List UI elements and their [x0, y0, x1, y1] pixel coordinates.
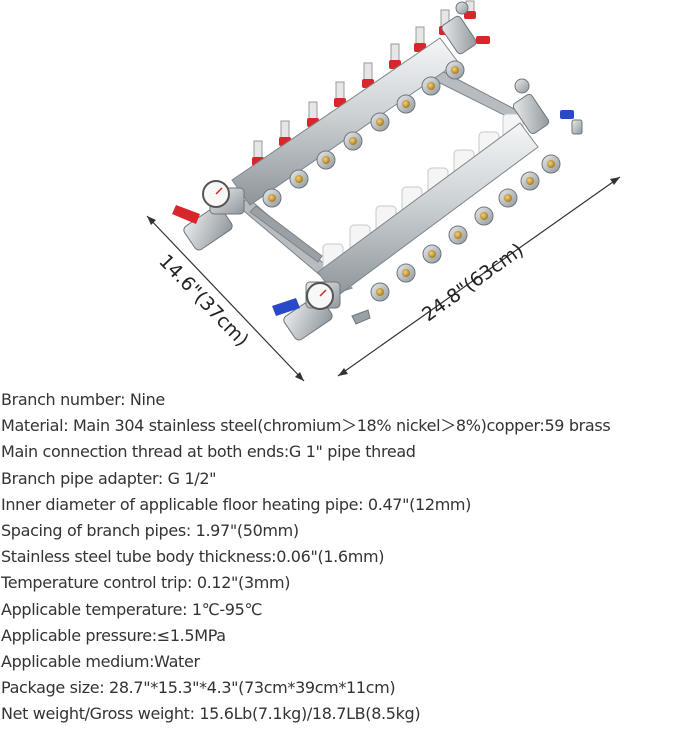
- spec-package-size: Package size: 28.7"*15.3"*4.3"(73cm*39cm…: [1, 678, 396, 698]
- product-figure: 14.6"(37cm) 24.8"(63cm): [146, 0, 621, 382]
- spec-temperature: Applicable temperature: 1℃-95℃: [1, 599, 263, 619]
- supply-outlets: [262, 60, 465, 208]
- spec-temperature-trip: Temperature control trip: 0.12"(3mm): [1, 573, 291, 593]
- spec-branch-spacing: Spacing of branch pipes: 1.97"(50mm): [1, 520, 299, 540]
- width-label: 14.6"(37cm): [154, 250, 253, 351]
- manifold-illustration: 14.6"(37cm) 24.8"(63cm): [146, 0, 621, 382]
- specifications-list: Branch number: Nine Material: Main 304 s…: [1, 387, 679, 727]
- spec-tube-thickness: Stainless steel tube body thickness:0.06…: [1, 547, 385, 567]
- return-inlet-valve: [272, 281, 371, 341]
- spec-branch-adapter: Branch pipe adapter: G 1/2": [1, 468, 217, 488]
- spec-pressure: Applicable pressure:≤1.5MPa: [1, 625, 226, 645]
- spec-branch-number: Branch number: Nine: [1, 390, 165, 409]
- return-end-cap: [512, 78, 583, 135]
- supply-end-cap: [441, 1, 490, 55]
- spec-pipe-inner-diameter: Inner diameter of applicable floor heati…: [1, 494, 472, 514]
- supply-manifold: [172, 0, 490, 251]
- return-manifold: [272, 78, 583, 341]
- return-outlets: [370, 154, 561, 302]
- spec-main-thread: Main connection thread at both ends:G 1"…: [1, 442, 416, 462]
- spec-weight: Net weight/Gross weight: 15.6Lb(7.1kg)/1…: [1, 704, 421, 724]
- spec-medium: Applicable medium:Water: [1, 651, 200, 671]
- spec-material: Material: Main 304 stainless steel(chrom…: [1, 416, 611, 436]
- supply-inlet-valve: [172, 180, 245, 251]
